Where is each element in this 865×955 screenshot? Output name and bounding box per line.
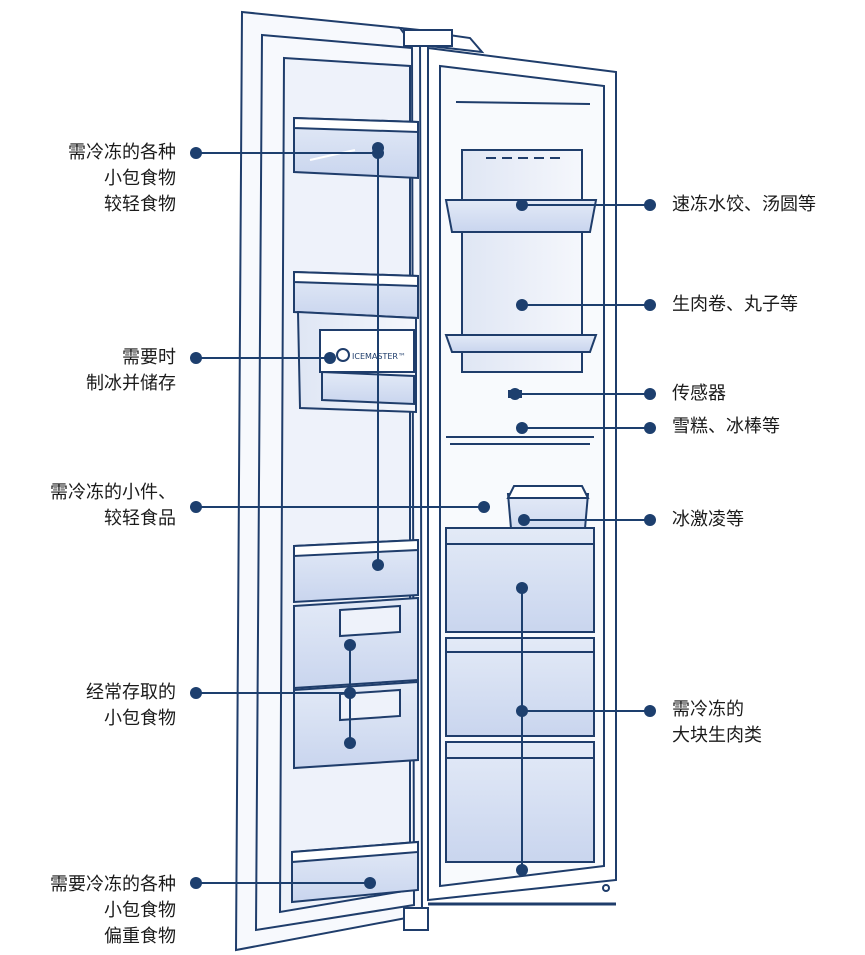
door-bin-fifth <box>293 680 419 770</box>
label-ice-bin: 冰激凌等 <box>672 507 744 533</box>
label-line: 雪糕、冰棒等 <box>672 416 780 437</box>
cabinet-shelf-top <box>444 199 598 233</box>
callout-ice-bin-dot-end <box>644 514 656 526</box>
callout-sensor-dot-start <box>509 388 521 400</box>
label-ice-maker: 需要时 制冰并储存 <box>86 345 176 397</box>
callout-ice-bin-dot-start <box>518 514 530 526</box>
door-bin-fourth <box>293 596 419 690</box>
cabinet-shelf-middle <box>444 334 598 353</box>
label-line: 制冰并储存 <box>86 373 176 394</box>
drawer-bottom <box>445 741 595 863</box>
door-bin-second <box>293 270 419 320</box>
label-freezer-door-bins: 经常存取的 小包食物 <box>86 680 176 732</box>
callout-drawers-dot-bottom <box>516 864 528 876</box>
door-hinge-block <box>403 29 453 47</box>
label-wire-shelf: 雪糕、冰棒等 <box>672 414 780 440</box>
label-drawers: 需冷冻的 大块生肉类 <box>672 697 762 749</box>
callout-sensor-dot-end <box>644 388 656 400</box>
cabinet-wire-shelf <box>446 436 594 445</box>
label-line: 需冷冻的小件、 <box>50 482 176 503</box>
callout-ice-maker-dot-start <box>190 352 202 364</box>
callout-door-middle-dot-start <box>190 501 202 513</box>
door-gasket <box>278 56 411 914</box>
callout-top-shelf-dot-end <box>644 199 656 211</box>
callout-wire-shelf-dot-start <box>516 422 528 434</box>
callout-door-bins-dot-start <box>190 687 202 699</box>
label-freezer-door-bottom: 需要冷冻的各种 小包食物 偏重食物 <box>50 872 176 950</box>
callout-door-bottom-dot-start <box>190 877 202 889</box>
label-top-shelf: 速冻水饺、汤圆等 <box>672 192 816 218</box>
callout-lines <box>190 142 656 889</box>
callout-door-top-dot-bottom <box>372 559 384 571</box>
door-bin-third <box>293 538 419 604</box>
label-line: 小包食物 <box>104 168 176 189</box>
cabinet-screw <box>602 884 610 892</box>
label-line: 经常存取的 <box>86 682 176 703</box>
label-line: 大块生肉类 <box>672 725 762 746</box>
label-line: 速冻水饺、汤圆等 <box>672 194 816 215</box>
label-freezer-door-middle: 需冷冻的小件、 较轻食品 <box>50 480 176 532</box>
label-line: 传感器 <box>672 383 726 404</box>
callout-door-middle-dot-end <box>478 501 490 513</box>
label-sensor: 传感器 <box>672 381 726 407</box>
drawer-top <box>445 527 595 633</box>
callout-middle-shelf-dot-start <box>516 299 528 311</box>
label-line: 需要冷冻的各种 <box>50 874 176 895</box>
label-line: 小包食物 <box>104 708 176 729</box>
callout-drawers-dot-end <box>644 705 656 717</box>
adjustable-foot <box>403 907 429 931</box>
callout-door-bins-dot-top <box>344 639 356 651</box>
label-freezer-door-top: 需冷冻的各种 小包食物 较轻食物 <box>68 140 176 218</box>
drawer-middle <box>445 637 595 737</box>
callout-drawers-dot-top <box>516 582 528 594</box>
callout-door-top-dot-top <box>372 142 384 154</box>
ice-maker-unit: ICEMASTER™ <box>296 310 417 414</box>
label-line: 较轻食物 <box>104 194 176 215</box>
label-line: 需要时 <box>122 347 176 368</box>
callout-door-top-dot-start <box>190 147 202 159</box>
callout-wire-shelf-dot-end <box>644 422 656 434</box>
label-line: 小包食物 <box>104 900 176 921</box>
door-bin-top <box>293 116 419 180</box>
label-line: 较轻食品 <box>104 508 176 529</box>
callout-door-bottom-dot-end <box>364 877 376 889</box>
callout-top-shelf-dot-start <box>516 199 528 211</box>
label-line: 生肉卷、丸子等 <box>672 294 798 315</box>
label-line: 需冷冻的 <box>672 699 744 720</box>
callout-ice-maker-dot-end <box>324 352 336 364</box>
label-line: 冰激凌等 <box>672 509 744 530</box>
label-middle-shelf: 生肉卷、丸子等 <box>672 292 798 318</box>
callout-middle-shelf-dot-end <box>644 299 656 311</box>
door-bin-bottom <box>291 840 419 904</box>
label-line: 偏重食物 <box>104 926 176 947</box>
label-line: 需冷冻的各种 <box>68 142 176 163</box>
door-inner-frame <box>254 33 416 932</box>
callout-door-bins-dot-bottom <box>344 737 356 749</box>
